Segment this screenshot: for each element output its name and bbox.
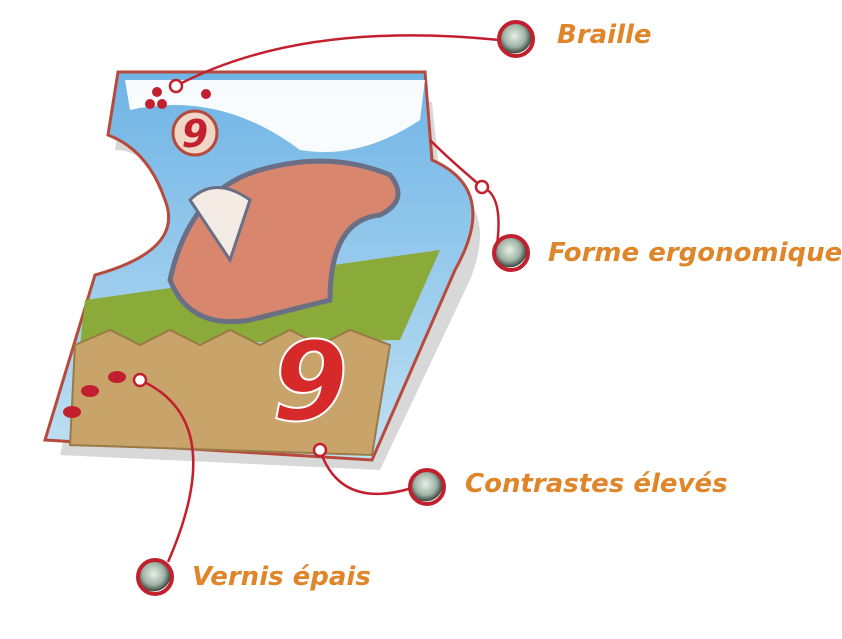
fence bbox=[68, 328, 392, 457]
corner-number: 9 bbox=[182, 112, 208, 156]
feature-label-vernis-epais: Vernis épais bbox=[192, 562, 371, 592]
braille-dots bbox=[63, 87, 211, 418]
fly-icon bbox=[497, 20, 535, 58]
big-number: 9 bbox=[272, 318, 349, 446]
leader-line-braille bbox=[175, 34, 501, 88]
walrus-moustache bbox=[188, 186, 252, 264]
corner-number-badge bbox=[171, 109, 219, 157]
leader-endpoints bbox=[132, 78, 490, 458]
leader-line-vernis-epais bbox=[139, 378, 195, 563]
fly-icon bbox=[408, 468, 446, 506]
feature-label-contrastes-eleves: Contrastes élevés bbox=[465, 469, 728, 499]
feature-label-forme-ergonomique: Forme ergonomique bbox=[548, 238, 842, 268]
clouds bbox=[125, 80, 425, 152]
fly-icon bbox=[492, 234, 530, 272]
leader-line-contrastes-eleves bbox=[318, 449, 413, 496]
feature-label-braille: Braille bbox=[557, 20, 652, 50]
fly-icon bbox=[136, 558, 174, 596]
